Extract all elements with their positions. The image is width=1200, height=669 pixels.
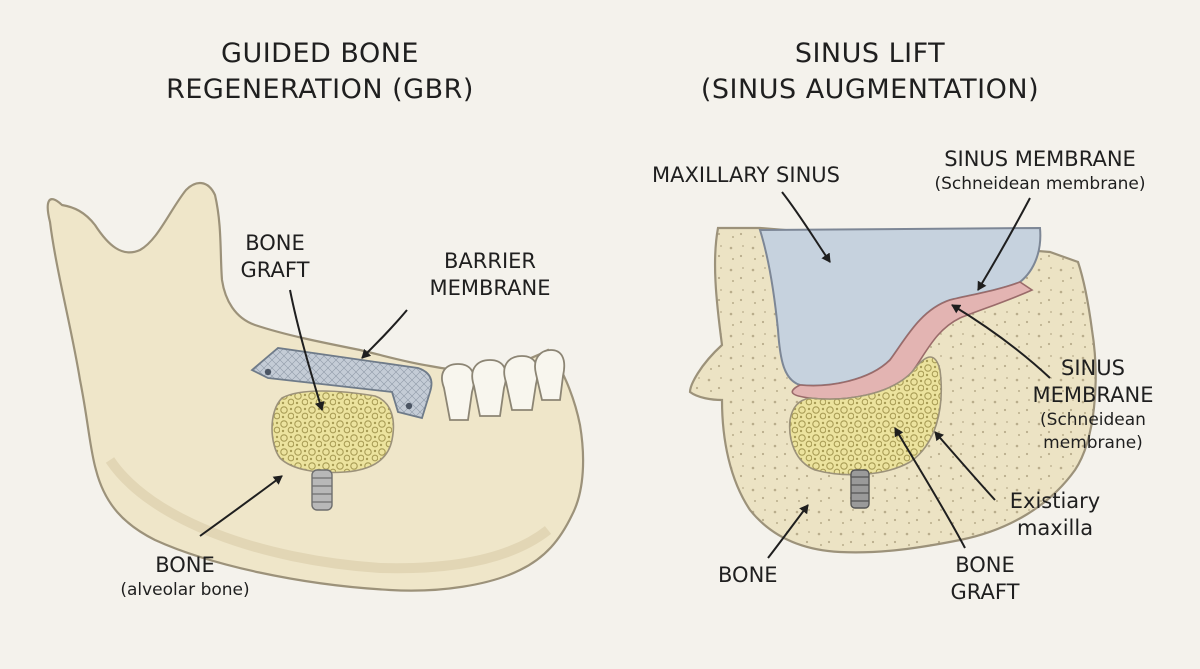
membrane-pin [405,402,413,410]
arrow-bone [199,475,283,537]
label-alveolar-bone-line1: BONE [155,553,215,577]
label-sinus-bone-graft: BONE GRAFT [935,552,1035,606]
arrow-membrane-right [951,304,1051,379]
label-existiary-maxilla-line1: Existiary [1009,489,1101,513]
gbr-title-line2: REGENERATION (GBR) [166,74,474,105]
arrow-membrane-top [977,197,1031,291]
gbr-title: GUIDED BONE REGENERATION (GBR) [130,36,510,108]
gbr-bone-graft [271,390,395,474]
label-existiary-maxilla: Existiary maxilla [995,488,1115,542]
label-sinus-membrane-right-line3: (Schneidean [1040,410,1146,430]
tooth [503,355,539,411]
gbr-illustration [46,182,585,592]
label-sinus-membrane-right: SINUS MEMBRANE (Schneidean membrane) [1018,355,1168,455]
mandible-shading [105,457,552,574]
label-maxillary-sinus: MAXILLARY SINUS [652,163,840,187]
sinus-lift-title-line1: SINUS LIFT [794,38,946,69]
label-barrier-membrane: BARRIER MEMBRANE [405,248,575,302]
tooth [471,359,507,417]
membrane-pin [264,368,272,376]
label-sinus-membrane-right-line4: membrane) [1043,433,1143,453]
label-bone-graft-line1: BONE [245,231,305,255]
gbr-implant [311,469,333,511]
arrow-barrier-membrane [361,309,408,359]
gbr-title-line1: GUIDED BONE [221,38,419,69]
gbr-barrier-membrane [250,347,433,420]
tooth [534,349,566,401]
label-bone-graft-line2: GRAFT [240,258,310,282]
label-alveolar-bone: BONE (alveolar bone) [80,552,290,602]
label-bone-graft: BONE GRAFT [225,230,325,284]
label-barrier-membrane-line1: BARRIER [443,249,536,273]
label-sinus-membrane-top-line2: (Schneidean membrane) [934,174,1146,194]
arrow-maxillary-sinus [781,191,831,263]
label-alveolar-bone-line2: (alveolar bone) [120,580,250,600]
arrow-sinus-bone-graft [894,427,966,549]
sinus-lift-title-line2: (SINUS AUGMENTATION) [700,74,1040,105]
arrow-sinus-bone [767,504,809,559]
label-existiary-maxilla-line2: maxilla [1016,516,1094,540]
label-sinus-membrane-top-line1: SINUS MEMBRANE [944,147,1136,171]
label-barrier-membrane-line2: MEMBRANE [429,276,551,300]
sinus-lift-title: SINUS LIFT (SINUS AUGMENTATION) [660,36,1080,108]
label-sinus-membrane-right-line1: SINUS [1061,356,1125,380]
teeth-row [441,349,566,421]
label-sinus-membrane-right-line2: MEMBRANE [1032,383,1154,407]
sinus-implant [850,469,870,509]
arrow-existiary-maxilla [934,431,996,501]
label-sinus-bone-graft-line1: BONE [955,553,1015,577]
tooth [441,363,475,421]
label-sinus-bone: BONE [718,563,778,587]
arrow-bone-graft [289,289,325,411]
sinus-lift-illustration [688,191,1097,559]
label-sinus-membrane-top: SINUS MEMBRANE (Schneidean membrane) [905,146,1175,196]
label-sinus-bone-graft-line2: GRAFT [950,580,1020,604]
